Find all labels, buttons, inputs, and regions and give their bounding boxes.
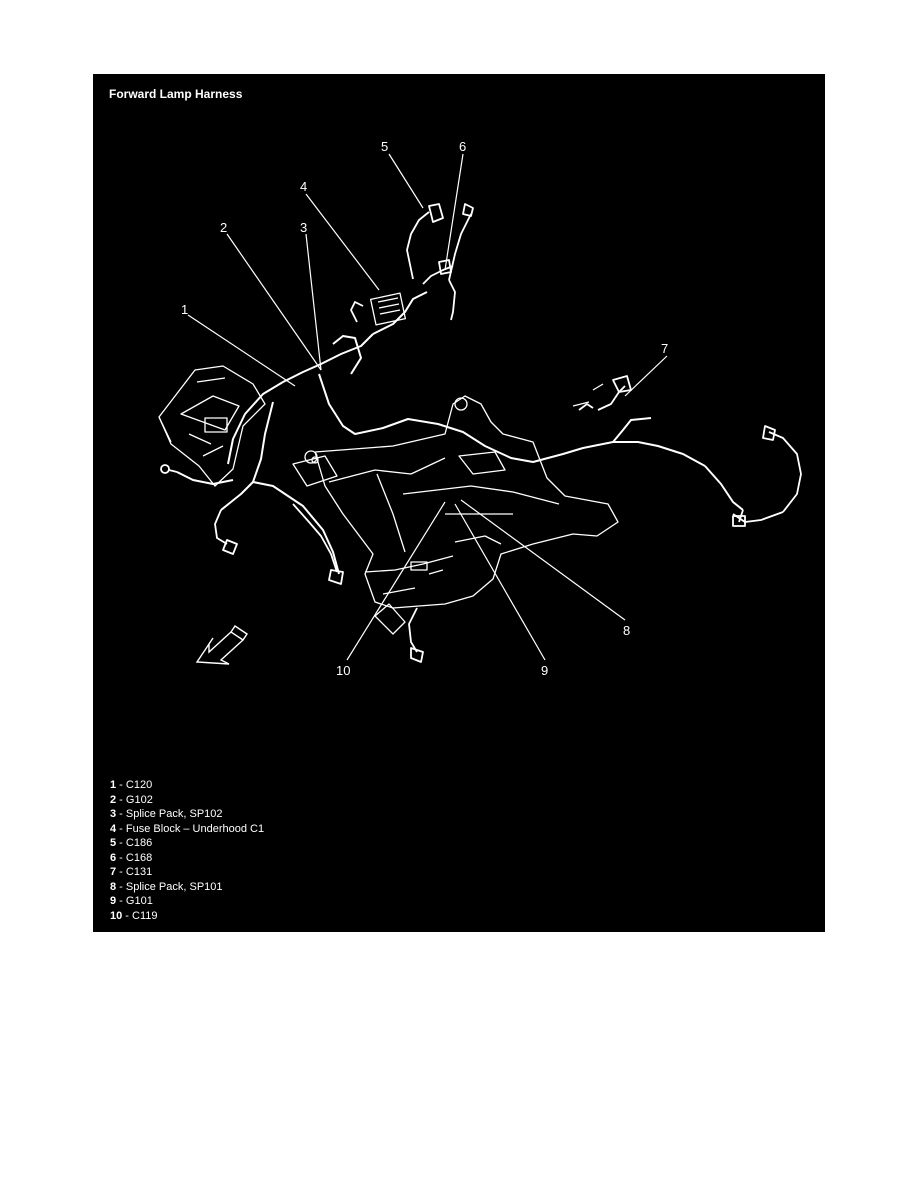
legend-sep: -	[122, 909, 133, 922]
right-lamp-branch	[578, 375, 802, 527]
fuse-block	[369, 292, 407, 326]
callout-2: 2	[220, 220, 227, 235]
legend-num: 1	[110, 779, 117, 791]
legend-label: C168	[125, 851, 153, 864]
upper-lamp-branches	[350, 203, 474, 323]
callout-labels: 1 2 3 4 5 6 7 8 9 10	[181, 139, 668, 678]
legend-num: 5	[110, 837, 117, 849]
callout-5: 5	[381, 139, 388, 154]
legend-item: 9 - G101	[110, 894, 264, 909]
callout-3: 3	[300, 220, 307, 235]
callout-9: 9	[541, 663, 548, 678]
callout-8: 8	[623, 623, 630, 638]
callout-1: 1	[181, 302, 188, 317]
front-direction-arrow-icon	[195, 625, 248, 665]
legend-num: 7	[110, 866, 117, 878]
diagram-title: Forward Lamp Harness	[109, 87, 243, 101]
legend-label: C120	[125, 779, 153, 791]
legend-list: 1 - C120 2 - G102 3 - Splice Pack, SP102…	[110, 778, 264, 923]
legend-label: C119	[132, 909, 158, 922]
legend-num: 10	[110, 909, 123, 922]
legend-label: Splice Pack, SP101	[125, 880, 223, 893]
legend-sep: -	[116, 851, 126, 864]
leader-line-4	[305, 193, 380, 291]
legend-item: 10 - C119	[110, 909, 264, 924]
legend-item: 8 - Splice Pack, SP101	[110, 880, 264, 895]
legend-item: 7 - C131	[110, 865, 264, 880]
legend-item: 2 - G102	[110, 793, 264, 808]
legend-label: G102	[125, 793, 153, 806]
legend-num: 2	[110, 793, 117, 806]
legend-item: 1 - C120	[110, 778, 264, 793]
lower-lamp-branches	[160, 464, 424, 663]
callout-7: 7	[661, 341, 668, 356]
legend-num: 3	[110, 808, 117, 820]
legend-sep: -	[116, 880, 126, 893]
legend-sep: -	[116, 837, 126, 849]
leader-line-7	[624, 355, 668, 397]
leader-line-5	[388, 153, 424, 209]
callout-10: 10	[336, 663, 350, 678]
leader-lines	[187, 153, 668, 661]
legend-sep: -	[116, 866, 126, 878]
leader-line-3	[305, 233, 322, 371]
leader-line-9	[454, 503, 546, 661]
legend-item: 3 - Splice Pack, SP102	[110, 807, 264, 822]
legend-label: Fuse Block – Underhood C1	[125, 822, 265, 835]
legend-label: C131	[125, 866, 153, 878]
legend-label: Splice Pack, SP102	[125, 808, 223, 820]
callout-4: 4	[300, 179, 307, 194]
legend-num: 9	[110, 895, 117, 907]
legend-label: G101	[125, 895, 153, 907]
leader-line-2	[226, 233, 322, 371]
callout-6: 6	[459, 139, 466, 154]
legend-sep: -	[116, 822, 126, 835]
harness-trunk	[176, 291, 744, 575]
legend-num: 4	[110, 822, 117, 835]
left-bracket-assembly	[158, 365, 266, 487]
leader-line-10	[346, 501, 446, 661]
leader-line-6	[444, 153, 464, 271]
front-frame	[292, 395, 619, 609]
legend-num: 6	[110, 851, 117, 864]
legend-sep: -	[116, 895, 126, 907]
legend-num: 8	[110, 880, 117, 893]
leader-line-1	[187, 314, 296, 387]
legend-label: C186	[125, 837, 153, 849]
diagram-panel: Forward Lamp Harness	[93, 74, 825, 932]
legend-sep: -	[116, 808, 126, 820]
legend-item: 4 - Fuse Block – Underhood C1	[110, 822, 264, 837]
legend-sep: -	[116, 779, 126, 791]
detail-parts	[311, 383, 604, 635]
harness-illustration: 1 2 3 4 5 6 7 8 9 10	[158, 139, 802, 678]
leader-line-8	[460, 499, 626, 621]
legend-item: 5 - C186	[110, 836, 264, 851]
legend-item: 6 - C168	[110, 851, 264, 866]
legend-sep: -	[116, 793, 126, 806]
